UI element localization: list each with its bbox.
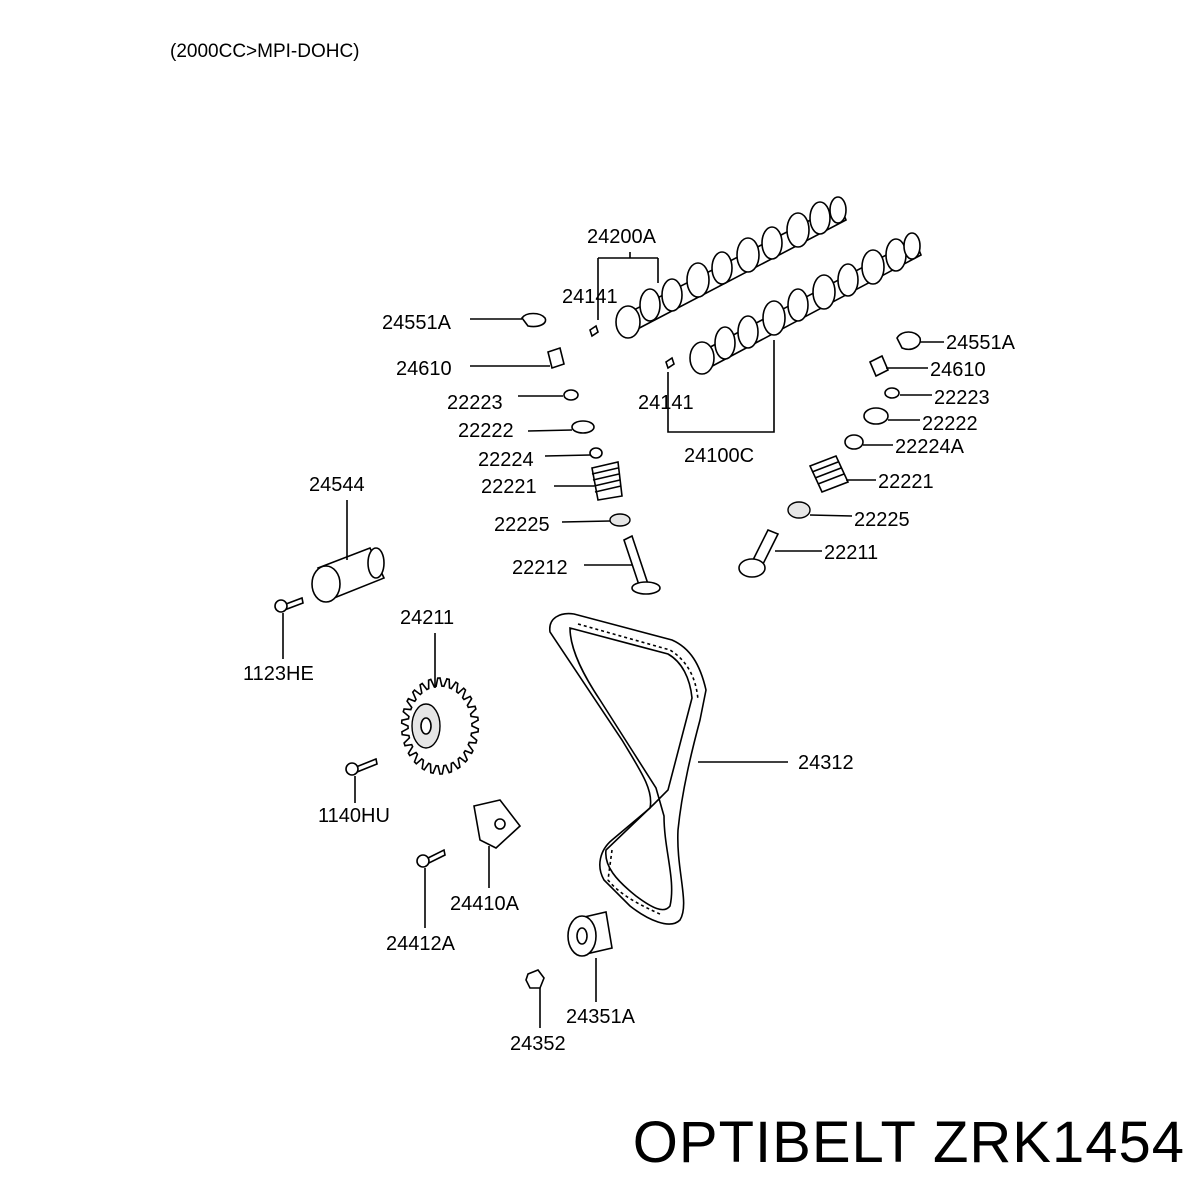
bolt-1123HE xyxy=(274,596,304,613)
callout-1140HU: 1140HU xyxy=(318,805,390,827)
callout-24141-mid: 24141 xyxy=(638,392,694,414)
callout-24551A-right: 24551A xyxy=(946,332,1016,354)
timing-belt-24312 xyxy=(549,612,707,925)
callout-22221-left: 22221 xyxy=(481,476,537,498)
callout-24610-left: 24610 xyxy=(396,358,452,380)
camshaft-intake xyxy=(615,196,848,339)
callout-22224: 22224 xyxy=(478,449,534,471)
callout-22212: 22212 xyxy=(512,557,568,579)
callout-24312: 24312 xyxy=(798,752,854,774)
callout-22221-right: 22221 xyxy=(878,471,934,493)
sprocket-bore xyxy=(420,717,432,735)
valve-seal-22224A xyxy=(844,434,864,450)
bolt-1140HU xyxy=(345,757,378,776)
lash-adjuster-left xyxy=(547,346,565,370)
callout-24412A: 24412A xyxy=(386,933,456,955)
retainer-22223-right xyxy=(884,387,900,399)
spring-seat-22225-left xyxy=(609,513,631,527)
cam-sprocket-24211 xyxy=(400,677,480,775)
retainer-22222-left xyxy=(571,420,595,434)
idler-bushing-24544 xyxy=(311,546,386,603)
retainer-22222-right xyxy=(863,407,889,425)
dowel-pin-mid xyxy=(665,356,675,370)
callout-24410A: 24410A xyxy=(450,893,520,915)
valve-spring-right xyxy=(808,454,850,494)
brand-name: OPTIBELT xyxy=(633,1110,916,1175)
callout-22211: 22211 xyxy=(824,542,878,564)
callout-24200A: 24200A xyxy=(587,226,657,248)
callout-24100C: 24100C xyxy=(684,445,754,467)
engine-spec-header: (2000CC>MPI-DOHC) xyxy=(170,41,360,62)
callout-24544: 24544 xyxy=(309,474,365,496)
part-number: ZRK1454 xyxy=(933,1110,1185,1175)
crank-sprocket-24351A xyxy=(567,911,613,957)
spring-seat-22225-right xyxy=(787,501,811,519)
nut-24352 xyxy=(525,969,545,989)
camshaft-exhaust xyxy=(689,232,923,375)
callout-1123HE: 1123HE xyxy=(243,663,314,685)
callout-24551A-left: 24551A xyxy=(382,312,452,334)
callout-24141-top: 24141 xyxy=(562,286,618,308)
callout-22223-right: 22223 xyxy=(934,387,990,409)
callout-22222-left: 22222 xyxy=(458,420,514,442)
callout-24211: 24211 xyxy=(400,607,454,629)
valve-22212 xyxy=(623,534,661,595)
callout-24351A: 24351A xyxy=(566,1006,636,1028)
callout-24610-right: 24610 xyxy=(930,359,986,381)
camshaft-bearing-cap-right xyxy=(896,331,922,351)
callout-22223-left: 22223 xyxy=(447,392,503,414)
valve-seal-22224 xyxy=(589,447,603,459)
valve-spring-left xyxy=(591,461,623,501)
valve-22211 xyxy=(738,528,780,578)
retainer-22223-left xyxy=(563,389,579,401)
lash-adjuster-right xyxy=(868,354,890,378)
callout-22225-right: 22225 xyxy=(854,509,910,531)
callout-22222-right: 22222 xyxy=(922,413,978,435)
dowel-pin-top xyxy=(589,324,599,338)
callout-22224A: 22224A xyxy=(895,436,965,458)
camshaft-bearing-cap-left xyxy=(521,312,547,328)
callout-22225-left: 22225 xyxy=(494,514,550,536)
callout-24352: 24352 xyxy=(510,1033,566,1055)
bolt-24412A xyxy=(416,848,446,868)
brand-part-number: OPTIBELT ZRK1454 xyxy=(633,1110,1185,1175)
